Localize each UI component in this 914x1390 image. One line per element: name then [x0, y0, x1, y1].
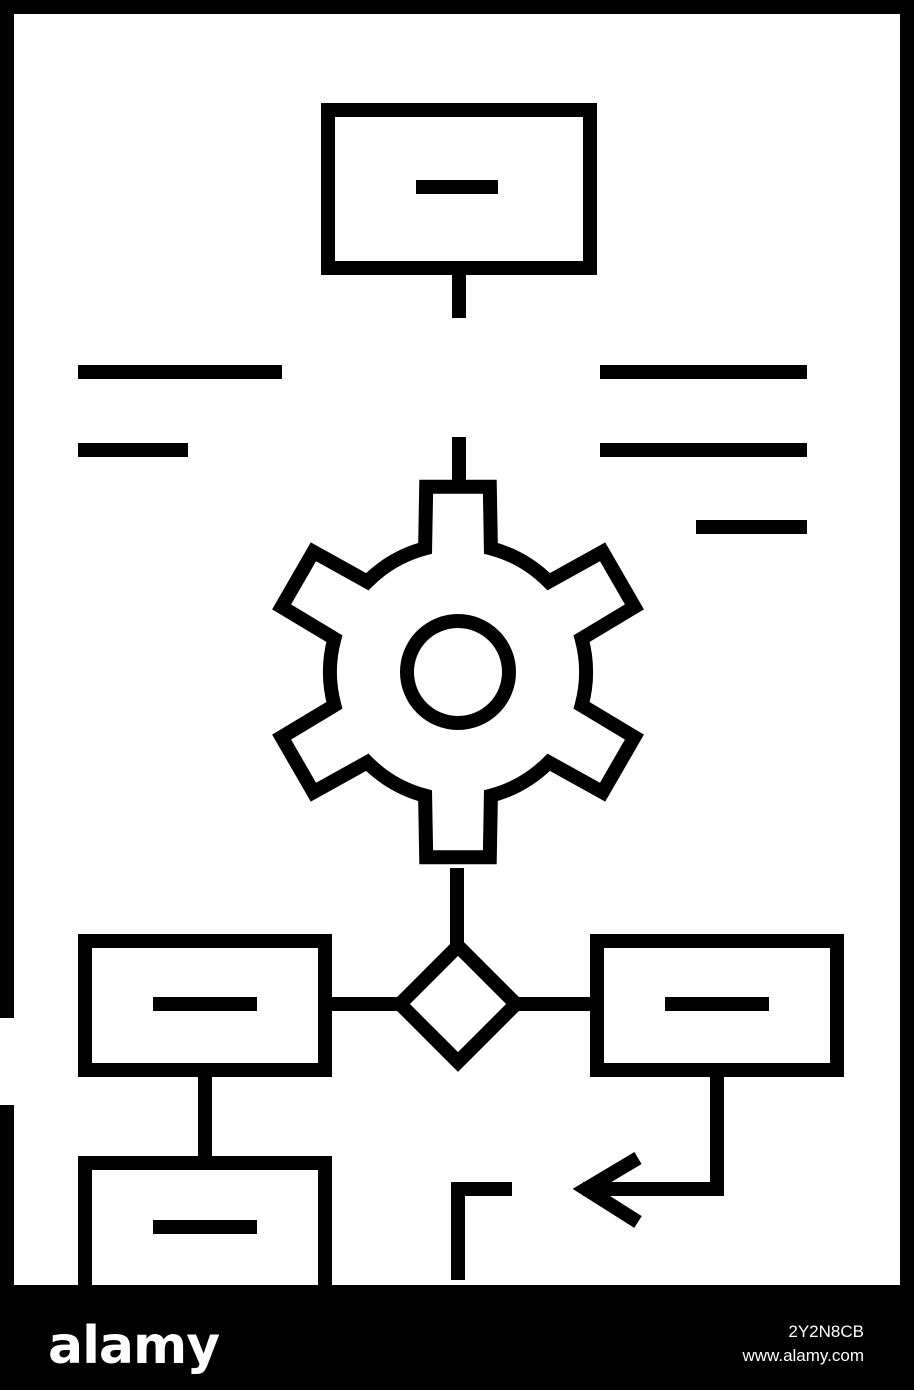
watermark-image-id: 2Y2N8CB [788, 1322, 864, 1341]
watermark-bar [0, 1298, 914, 1390]
document-frame [0, 0, 914, 1299]
decision-diamond [390, 936, 526, 1072]
bottom-process-box [78, 1156, 332, 1290]
gear-icon [272, 479, 644, 865]
watermark-logo: alamy [48, 1316, 220, 1376]
left-process-box [78, 934, 332, 1077]
partial-corner [451, 1182, 512, 1280]
watermark-url: www.alamy.com [742, 1346, 864, 1365]
top-process-box [321, 103, 597, 275]
right-process-box [590, 934, 844, 1077]
return-arrow [572, 1070, 724, 1228]
arrow-left-icon [572, 1151, 642, 1228]
left-text-lines [78, 365, 282, 457]
right-text-lines [600, 365, 807, 534]
